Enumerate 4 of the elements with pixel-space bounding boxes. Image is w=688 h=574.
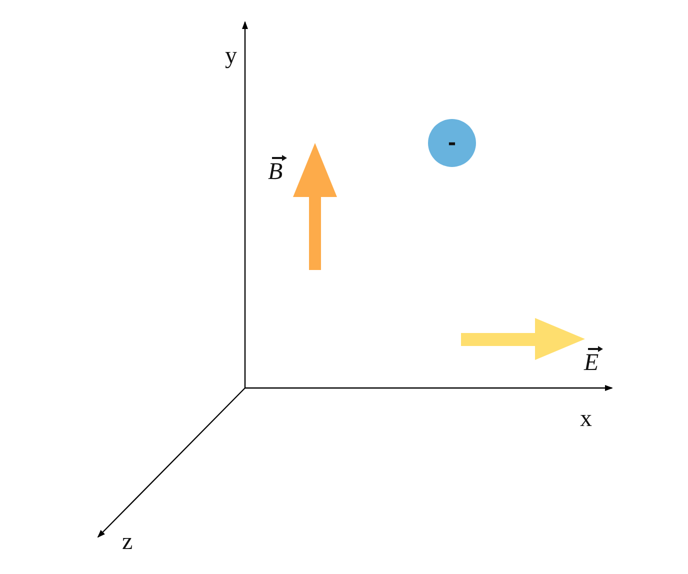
charged-particle: -	[428, 119, 476, 167]
axis-label: y	[225, 44, 237, 68]
axis-label: z	[122, 530, 133, 554]
axis-label: x	[580, 407, 592, 431]
